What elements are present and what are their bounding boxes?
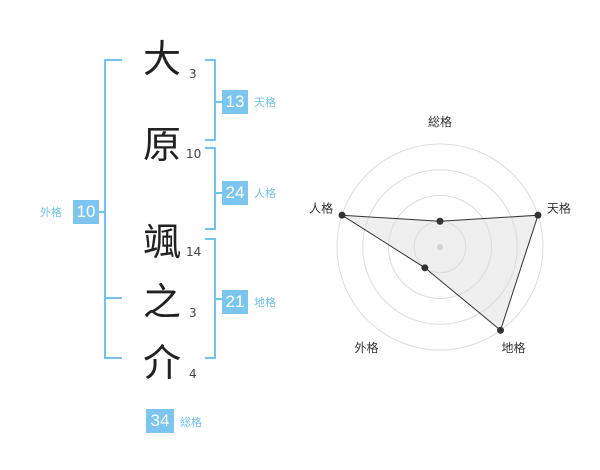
soukaku-score: 34	[146, 409, 174, 433]
radar-ring-3	[362, 169, 518, 325]
name-char-4: 之	[143, 280, 182, 324]
jinkaku-score: 24	[222, 181, 248, 205]
radar-point-5	[338, 211, 346, 219]
tenkaku-score: 13	[222, 90, 248, 114]
radar-axis-label-3: 地格	[501, 340, 525, 355]
name-char-3: 颯	[143, 220, 182, 264]
stroke-count-2: 10	[186, 147, 202, 161]
radar-ring-2	[388, 195, 492, 299]
jinkaku-label: 人格	[254, 187, 276, 200]
chikaku-label: 地格	[254, 296, 276, 309]
chikaku-score: 21	[222, 290, 248, 314]
radar-point-1	[436, 217, 444, 225]
radar-center-dot	[437, 244, 443, 250]
name-char-1: 大	[143, 37, 182, 81]
gaikaku-label: 外格	[40, 206, 62, 219]
gaikaku-score: 10	[73, 200, 99, 224]
radar-axis-label-4: 外格	[355, 340, 379, 355]
name-char-5: 介	[143, 341, 182, 385]
stroke-count-5: 4	[189, 367, 197, 381]
stroke-count-4: 3	[189, 306, 197, 320]
stroke-count-3: 14	[186, 245, 202, 259]
radar-point-3	[497, 326, 505, 334]
tenkaku-label: 天格	[254, 96, 276, 109]
bracket-lines	[93, 59, 222, 359]
radar-area	[341, 214, 539, 332]
radar-point-4	[421, 264, 429, 272]
radar-point-2	[534, 211, 542, 219]
radar-axis-label-1: 総格	[428, 114, 452, 129]
radar-axis-label-2: 天格	[547, 200, 571, 215]
radar-axis-label-5: 人格	[309, 200, 333, 215]
name-char-2: 原	[143, 123, 182, 167]
radar-ring-4	[336, 143, 544, 351]
stroke-count-1: 3	[189, 67, 197, 81]
soukaku-label: 総格	[180, 416, 202, 429]
